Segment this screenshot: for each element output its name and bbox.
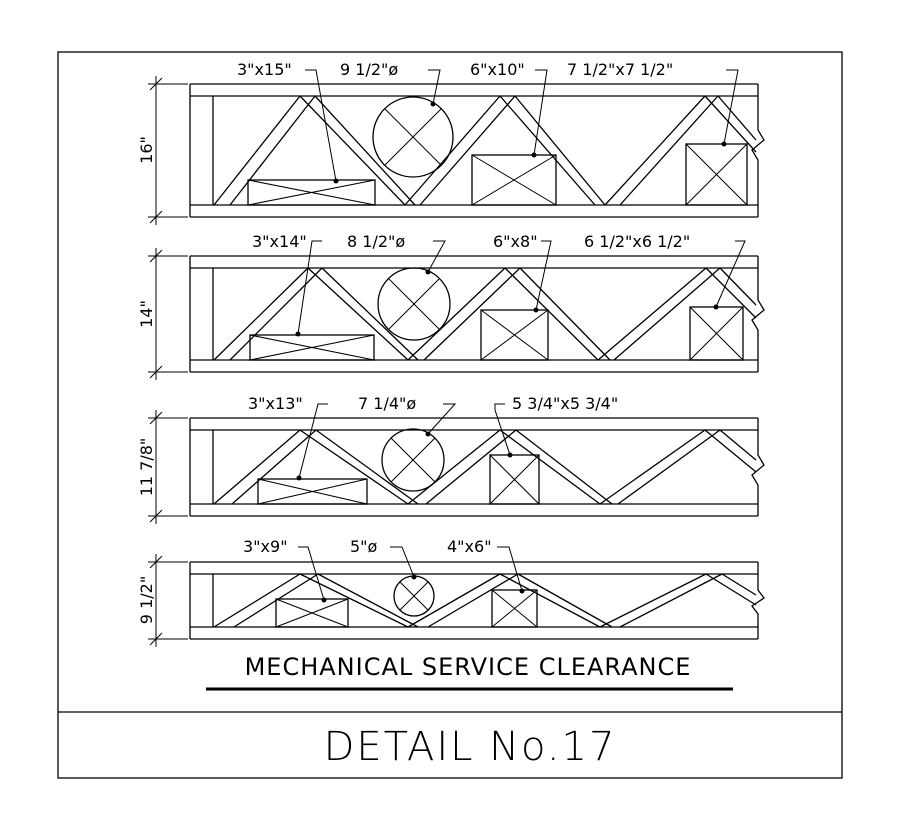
drawing-frame: [57, 51, 843, 779]
joist-11-7-8in: [148, 403, 765, 524]
square-opening: [491, 589, 538, 628]
rect-label-16in: 3"x15": [237, 60, 292, 79]
circle-opening: [381, 428, 445, 492]
depth-label-9-1-2in: 9 1/2": [137, 576, 156, 624]
square-opening: [685, 143, 748, 206]
box-label-16in: 6"x10": [470, 60, 525, 79]
circle-label-9-1-2in: 5"ø: [350, 537, 378, 556]
circle-opening: [393, 575, 435, 617]
depth-label-11-7-8in: 11 7/8": [137, 438, 156, 497]
rect-opening: [249, 334, 375, 361]
depth-label-14in: 14": [137, 300, 156, 328]
drawing-caption: MECHANICAL SERVICE CLEARANCE: [245, 653, 692, 681]
rect-label-14in: 3"x14": [252, 232, 307, 251]
square-opening: [489, 454, 540, 505]
rect-opening: [257, 478, 368, 505]
rect-label-9-1-2in: 3"x9": [243, 537, 288, 556]
depth-label-16in: 16": [137, 136, 156, 164]
joist-9-1-2in: [148, 546, 765, 647]
joist-16in: [148, 69, 765, 225]
circle-label-16in: 9 1/2"ø: [340, 60, 398, 79]
detail-title: DETAIL No.17: [324, 724, 617, 770]
rect-opening: [247, 179, 376, 206]
square-label-9-1-2in: 4"x6": [447, 537, 492, 556]
circle-label-11-7-8in: 7 1/4"ø: [358, 394, 416, 413]
square-label-14in: 6 1/2"x6 1/2": [584, 232, 690, 251]
box-opening: [480, 309, 549, 361]
square-label-16in: 7 1/2"x7 1/2": [567, 60, 673, 79]
circle-opening: [377, 267, 451, 341]
rect-label-11-7-8in: 3"x13": [248, 394, 303, 413]
square-opening: [689, 306, 744, 361]
circle-opening: [372, 96, 454, 178]
circle-label-14in: 8 1/2"ø: [347, 232, 405, 251]
box-opening: [471, 154, 557, 206]
joist-14in: [148, 240, 765, 380]
rect-opening: [275, 598, 349, 628]
box-label-14in: 6"x8": [493, 232, 538, 251]
square-label-11-7-8in: 5 3/4"x5 3/4": [512, 394, 618, 413]
